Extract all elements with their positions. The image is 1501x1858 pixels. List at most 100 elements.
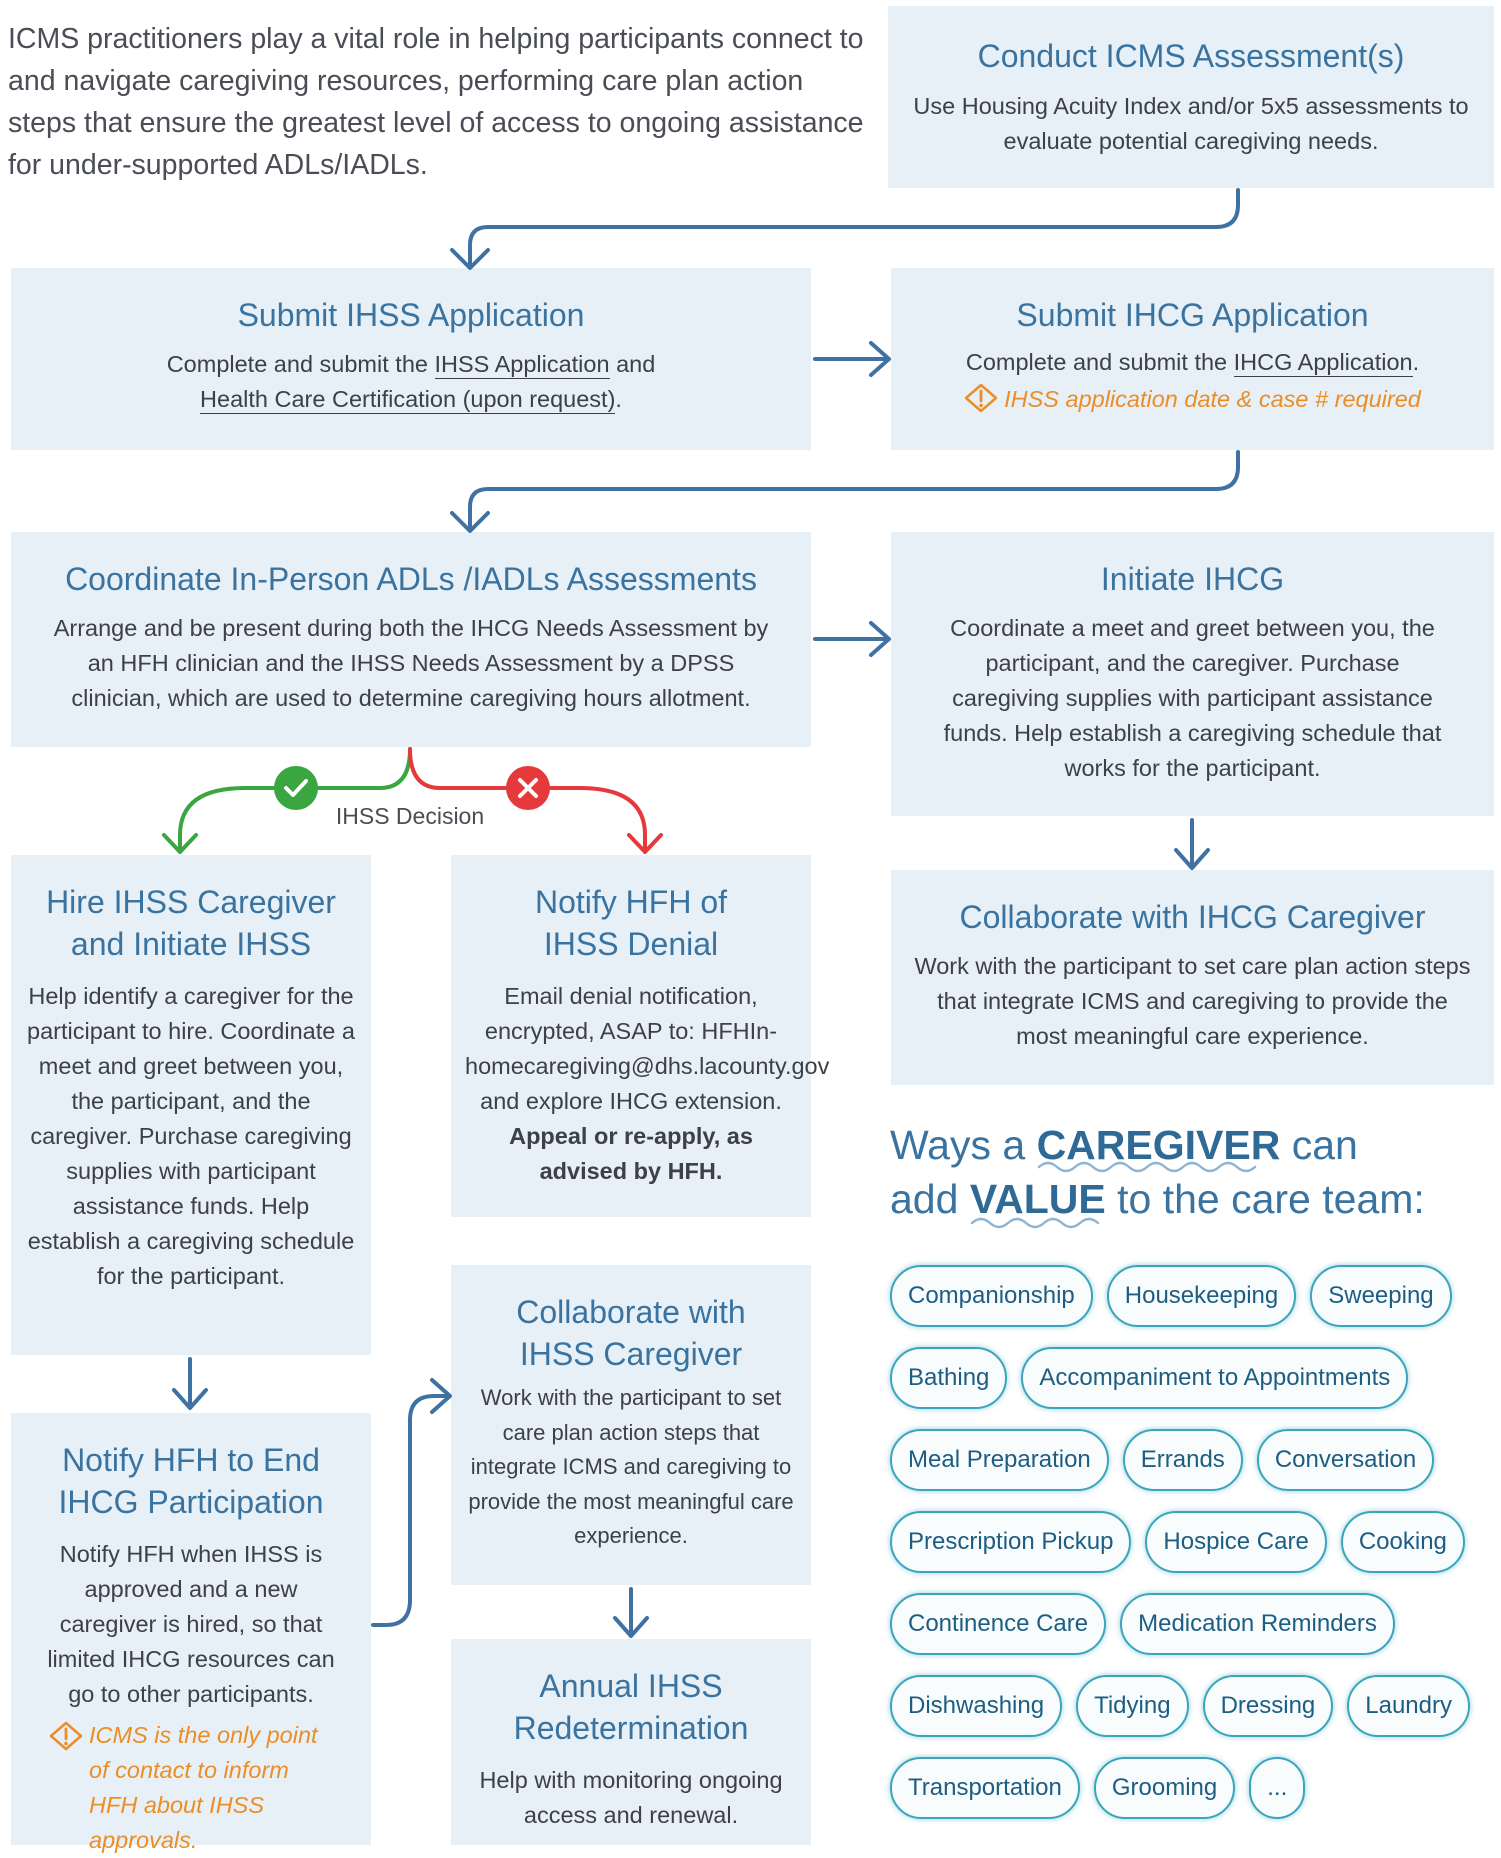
submit-ihcg-text: Complete and submit the: [965, 349, 1234, 375]
submit-ihcg-box: Submit IHCG Application Complete and sub…: [891, 268, 1494, 450]
hire-ihss-body: Help identify a caregiver for the partic…: [27, 983, 355, 1289]
initiate-ihcg-box: Initiate IHCG Coordinate a meet and gree…: [891, 532, 1494, 816]
hire-ihss-title: Hire IHSS Caregiver and Initiate IHSS: [46, 884, 336, 962]
ways-line-1: Ways a CAREGIVER can: [890, 1118, 1490, 1173]
ways-heading: Ways a CAREGIVER can add VALUE to the ca…: [890, 1118, 1490, 1229]
value-chip: Conversation: [1256, 1429, 1435, 1491]
collaborate-ihss-title: Collaborate with IHSS Caregiver: [516, 1294, 746, 1372]
arrowhead: [627, 833, 663, 854]
value-chip: Hospice Care: [1145, 1511, 1327, 1573]
end-ihcg-box: Notify HFH to End IHCG Participation Not…: [11, 1413, 371, 1853]
ihss-denial-box: Notify HFH of IHSS Denial Email denial n…: [451, 855, 829, 1217]
value-chip: Prescription Pickup: [890, 1511, 1132, 1573]
submit-ihss-title: Submit IHSS Application: [237, 297, 585, 333]
submit-ihss-box: Submit IHSS Application Complete and sub…: [11, 268, 811, 450]
ihss-denial-title: Notify HFH of IHSS Denial: [534, 884, 728, 962]
submit-ihss-body: Complete and submit the IHSS Application…: [25, 347, 797, 417]
end-ihcg-warning: ICMS is the only point of contact to inf…: [25, 1718, 357, 1858]
ihcg-warning-text: IHSS application date & case # required: [1004, 386, 1421, 412]
conduct-assessment-box: Conduct ICMS Assessment(s) Use Housing A…: [888, 6, 1494, 188]
value-chip: Meal Preparation: [890, 1429, 1109, 1491]
annual-redetermination-box: Annual IHSS Redetermination Help with mo…: [451, 1639, 811, 1845]
end-ihcg-body: Notify HFH when IHSS is approved and a n…: [47, 1541, 335, 1707]
ihcg-warning: IHSS application date & case # required: [905, 382, 1480, 417]
submit-ihss-text-3: .: [615, 386, 622, 412]
conduct-assessment-title: Conduct ICMS Assessment(s): [977, 38, 1405, 74]
health-care-certification-link[interactable]: Health Care Certification (upon request): [200, 386, 616, 414]
ihss-denial-strong-text: Appeal or re-apply, as advised by HFH.: [509, 1123, 753, 1184]
submit-ihcg-title: Submit IHCG Application: [1016, 297, 1369, 333]
collaborate-ihss-box: Collaborate with IHSS Caregiver Work wit…: [451, 1265, 811, 1585]
deny-branch: [408, 747, 647, 852]
end-ihcg-title: Notify HFH to End IHCG Participation: [58, 1442, 324, 1520]
arrowhead: [162, 833, 198, 854]
ways-text-3: add: [890, 1176, 970, 1222]
collaborate-ihcg-body: Work with the participant to set care pl…: [914, 953, 1471, 1049]
value-chip: Sweeping: [1310, 1265, 1452, 1327]
submit-ihcg-text-2: .: [1412, 349, 1420, 375]
arrowhead: [450, 511, 490, 533]
hire-ihss-box: Hire IHSS Caregiver and Initiate IHSS He…: [11, 855, 371, 1355]
ways-text-2: can: [1280, 1122, 1358, 1168]
coordinate-assessments-box: Coordinate In-Person ADLs /IADLs Assessm…: [11, 532, 811, 747]
caregiver-word: CAREGIVER: [1036, 1122, 1281, 1168]
arrow-conduct-to-ihss: [468, 188, 1240, 267]
value-chip: Laundry: [1347, 1675, 1470, 1737]
deny-x-icon: [506, 766, 550, 810]
ihss-denial-body: Email denial notification, encrypted, AS…: [465, 979, 829, 1189]
squiggle-underline: [1037, 1161, 1256, 1173]
value-chip: Cooking: [1340, 1511, 1465, 1573]
ihss-application-link[interactable]: IHSS Application: [434, 351, 610, 379]
coordinate-assessments-title: Coordinate In-Person ADLs /IADLs Assessm…: [65, 561, 757, 597]
approve-check-icon: [274, 766, 318, 810]
warning-icon: [49, 1721, 83, 1751]
value-chip: Bathing: [890, 1347, 1008, 1409]
collaborate-ihcg-box: Collaborate with IHCG Caregiver Work wit…: [891, 870, 1494, 1085]
intro-text: ICMS practitioners play a vital role in …: [8, 23, 864, 181]
ways-line-2: add VALUE to the care team:: [890, 1172, 1490, 1229]
ways-text: Ways a: [890, 1122, 1037, 1168]
ihcg-application-link[interactable]: IHCG Application: [1233, 349, 1413, 377]
arrowhead: [450, 248, 490, 270]
value-chip: Grooming: [1093, 1757, 1236, 1819]
ihss-denial-text: Email denial notification, encrypted, AS…: [465, 983, 830, 1114]
submit-ihcg-body: Complete and submit the IHCG Application…: [905, 345, 1480, 380]
value-chip: Dishwashing: [890, 1675, 1063, 1737]
initiate-ihcg-body: Coordinate a meet and greet between you,…: [943, 615, 1442, 781]
value-chip: Transportation: [890, 1757, 1080, 1819]
value-chip: Continence Care: [890, 1593, 1107, 1655]
ihss-decision-label: IHSS Decision: [335, 803, 485, 829]
arrowhead: [430, 1378, 452, 1414]
arrowhead: [172, 1388, 208, 1410]
value-chip: Accompaniment to Appointments: [1021, 1347, 1409, 1409]
arrow-ihcg-to-coordinate: [468, 450, 1240, 530]
annual-redetermination-title: Annual IHSS Redetermination: [513, 1668, 749, 1746]
submit-ihss-text: Complete and submit the: [166, 351, 435, 377]
coordinate-assessments-body: Arrange and be present during both the I…: [53, 615, 769, 711]
approve-branch: [178, 747, 412, 852]
annual-redetermination-body: Help with monitoring ongoing access and …: [479, 1767, 783, 1828]
arrow-end-to-collaborate: [371, 1394, 450, 1627]
value-word: VALUE: [969, 1176, 1106, 1222]
collaborate-ihcg-title: Collaborate with IHCG Caregiver: [959, 899, 1426, 935]
arrowhead: [869, 621, 891, 657]
squiggle-underline: [970, 1217, 1100, 1229]
end-ihcg-warning-text: ICMS is the only point of contact to inf…: [89, 1722, 318, 1853]
collaborate-ihss-body: Work with the participant to set care pl…: [468, 1385, 794, 1548]
value-chip: ...: [1249, 1757, 1306, 1819]
value-emphasis: VALUE: [969, 1176, 1106, 1229]
arrowhead: [1174, 848, 1210, 870]
arrowhead: [613, 1616, 649, 1638]
arrowhead: [869, 341, 891, 377]
submit-ihss-text-2: and: [609, 351, 656, 377]
caregiver-emphasis: CAREGIVER: [1036, 1122, 1281, 1173]
